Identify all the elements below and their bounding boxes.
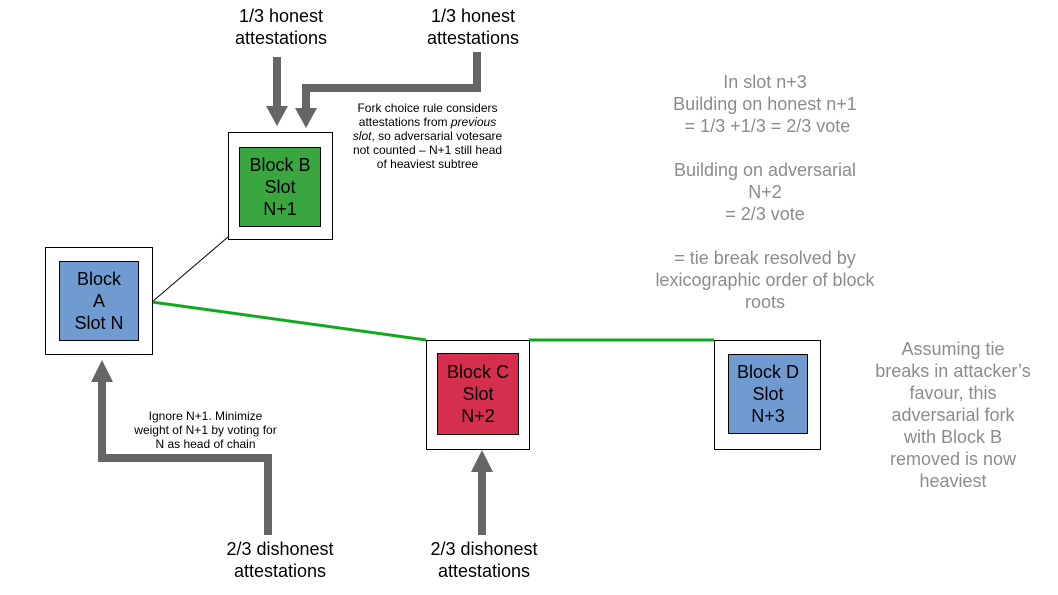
block-c-line-3: N+2 — [461, 406, 495, 426]
block-b: Block B Slot N+1 — [239, 147, 321, 227]
analysis-line-9: = tie break resolved by — [674, 248, 856, 268]
dishonest-2-line-1: 2/3 dishonest — [430, 539, 538, 559]
dishonest-attestations-label-2: 2/3 dishonest attestations — [399, 538, 569, 582]
assumption-line-1: Assuming tie — [901, 339, 1005, 359]
assumption-line-2: breaks in attacker’s — [875, 361, 1031, 381]
assumption-line-7: heaviest — [919, 471, 987, 491]
dishonest-arrow-1 — [91, 360, 272, 535]
dishonest-1-line-1: 2/3 dishonest — [226, 539, 334, 559]
fork-choice-line-3-text: , so adversarial votesare — [371, 129, 503, 143]
ignore-line-1: Ignore N+1. Minimize — [148, 409, 263, 423]
honest-arrow-2 — [295, 52, 481, 128]
assumption-line-4: adversarial fork — [891, 405, 1015, 425]
assumption-line-6: removed is now — [889, 449, 1017, 469]
analysis-line-4 — [620, 137, 910, 159]
assumption-line-5: with Block B — [903, 427, 1003, 447]
analysis-line-6: N+2 — [748, 182, 782, 202]
fork-choice-line-3: slot, so adversarial votesare — [330, 129, 525, 143]
ignore-line-3: N as head of chain — [155, 437, 256, 451]
dishonest-attestations-label-1: 2/3 dishonest attestations — [195, 538, 365, 582]
block-d-frame: Block D Slot N+3 — [714, 340, 821, 450]
fork-choice-line-3-emphasis: slot — [352, 129, 372, 143]
honest-attestations-label-1: 1/3 honest attestations — [206, 5, 356, 49]
block-b-frame: Block B Slot N+1 — [228, 132, 333, 240]
ignore-line-2: weight of N+1 by voting for — [134, 423, 277, 437]
block-c-frame: Block C Slot N+2 — [426, 340, 530, 450]
block-d-line-2: Slot — [752, 384, 784, 404]
honest-1-line-2: attestations — [234, 28, 328, 48]
assumption-line-3: favour, this — [909, 383, 997, 403]
fork-choice-line-4: not counted – N+1 still head — [352, 143, 503, 157]
block-c-line-1: Block C — [446, 362, 509, 382]
dishonest-1-line-2: attestations — [233, 561, 327, 581]
analysis-line-10: lexicographic order of block — [655, 270, 875, 290]
block-b-line-3: N+1 — [263, 199, 297, 219]
fork-choice-note: Fork choice rule considers attestations … — [330, 101, 525, 171]
fork-choice-line-2: attestations from previous — [330, 115, 525, 129]
block-a-line-2: A — [92, 291, 105, 311]
analysis-line-11: roots — [744, 292, 786, 312]
dishonest-arrow-2 — [471, 450, 493, 535]
honest-2-line-1: 1/3 honest — [430, 6, 516, 26]
block-c-line-2: Slot — [462, 384, 494, 404]
block-a: Block A Slot N — [59, 261, 139, 341]
assumption-text: Assuming tie breaks in attacker’s favour… — [858, 338, 1048, 492]
analysis-line-2: Building on honest n+1 — [673, 94, 857, 114]
block-a-line-3: Slot N — [74, 313, 124, 333]
honest-2-line-2: attestations — [426, 28, 520, 48]
block-b-line-2: Slot — [264, 177, 296, 197]
honest-arrow-1 — [266, 57, 288, 126]
ignore-note: Ignore N+1. Minimize weight of N+1 by vo… — [118, 409, 293, 451]
honest-1-line-1: 1/3 honest — [238, 6, 324, 26]
fork-choice-line-2-text: attestations from — [358, 115, 448, 129]
link-a-to-b — [151, 236, 229, 303]
block-a-line-1: Block — [76, 269, 121, 289]
analysis-line-1: In slot n+3 — [723, 72, 807, 92]
block-d-line-3: N+3 — [751, 406, 785, 426]
analysis-line-5: Building on adversarial — [673, 160, 857, 180]
block-b-line-1: Block B — [249, 155, 311, 175]
fork-choice-line-1: Fork choice rule considers — [357, 101, 498, 115]
block-a-frame: Block A Slot N — [45, 247, 153, 355]
block-d-line-1: Block D — [736, 362, 799, 382]
fork-choice-line-5: of heaviest subtree — [376, 157, 479, 171]
fork-line-a-to-c — [151, 300, 427, 342]
analysis-line-7: = 2/3 vote — [725, 204, 805, 224]
block-d: Block D Slot N+3 — [728, 354, 808, 434]
block-c: Block C Slot N+2 — [437, 353, 519, 435]
analysis-line-8 — [620, 225, 910, 247]
fork-choice-line-2-emphasis: previous — [450, 115, 497, 129]
dishonest-2-line-2: attestations — [437, 561, 531, 581]
analysis-text: In slot n+3 Building on honest n+1 = 1/3… — [620, 71, 910, 313]
honest-attestations-label-2: 1/3 honest attestations — [398, 5, 548, 49]
analysis-line-3: = 1/3 +1/3 = 2/3 vote — [679, 116, 851, 136]
